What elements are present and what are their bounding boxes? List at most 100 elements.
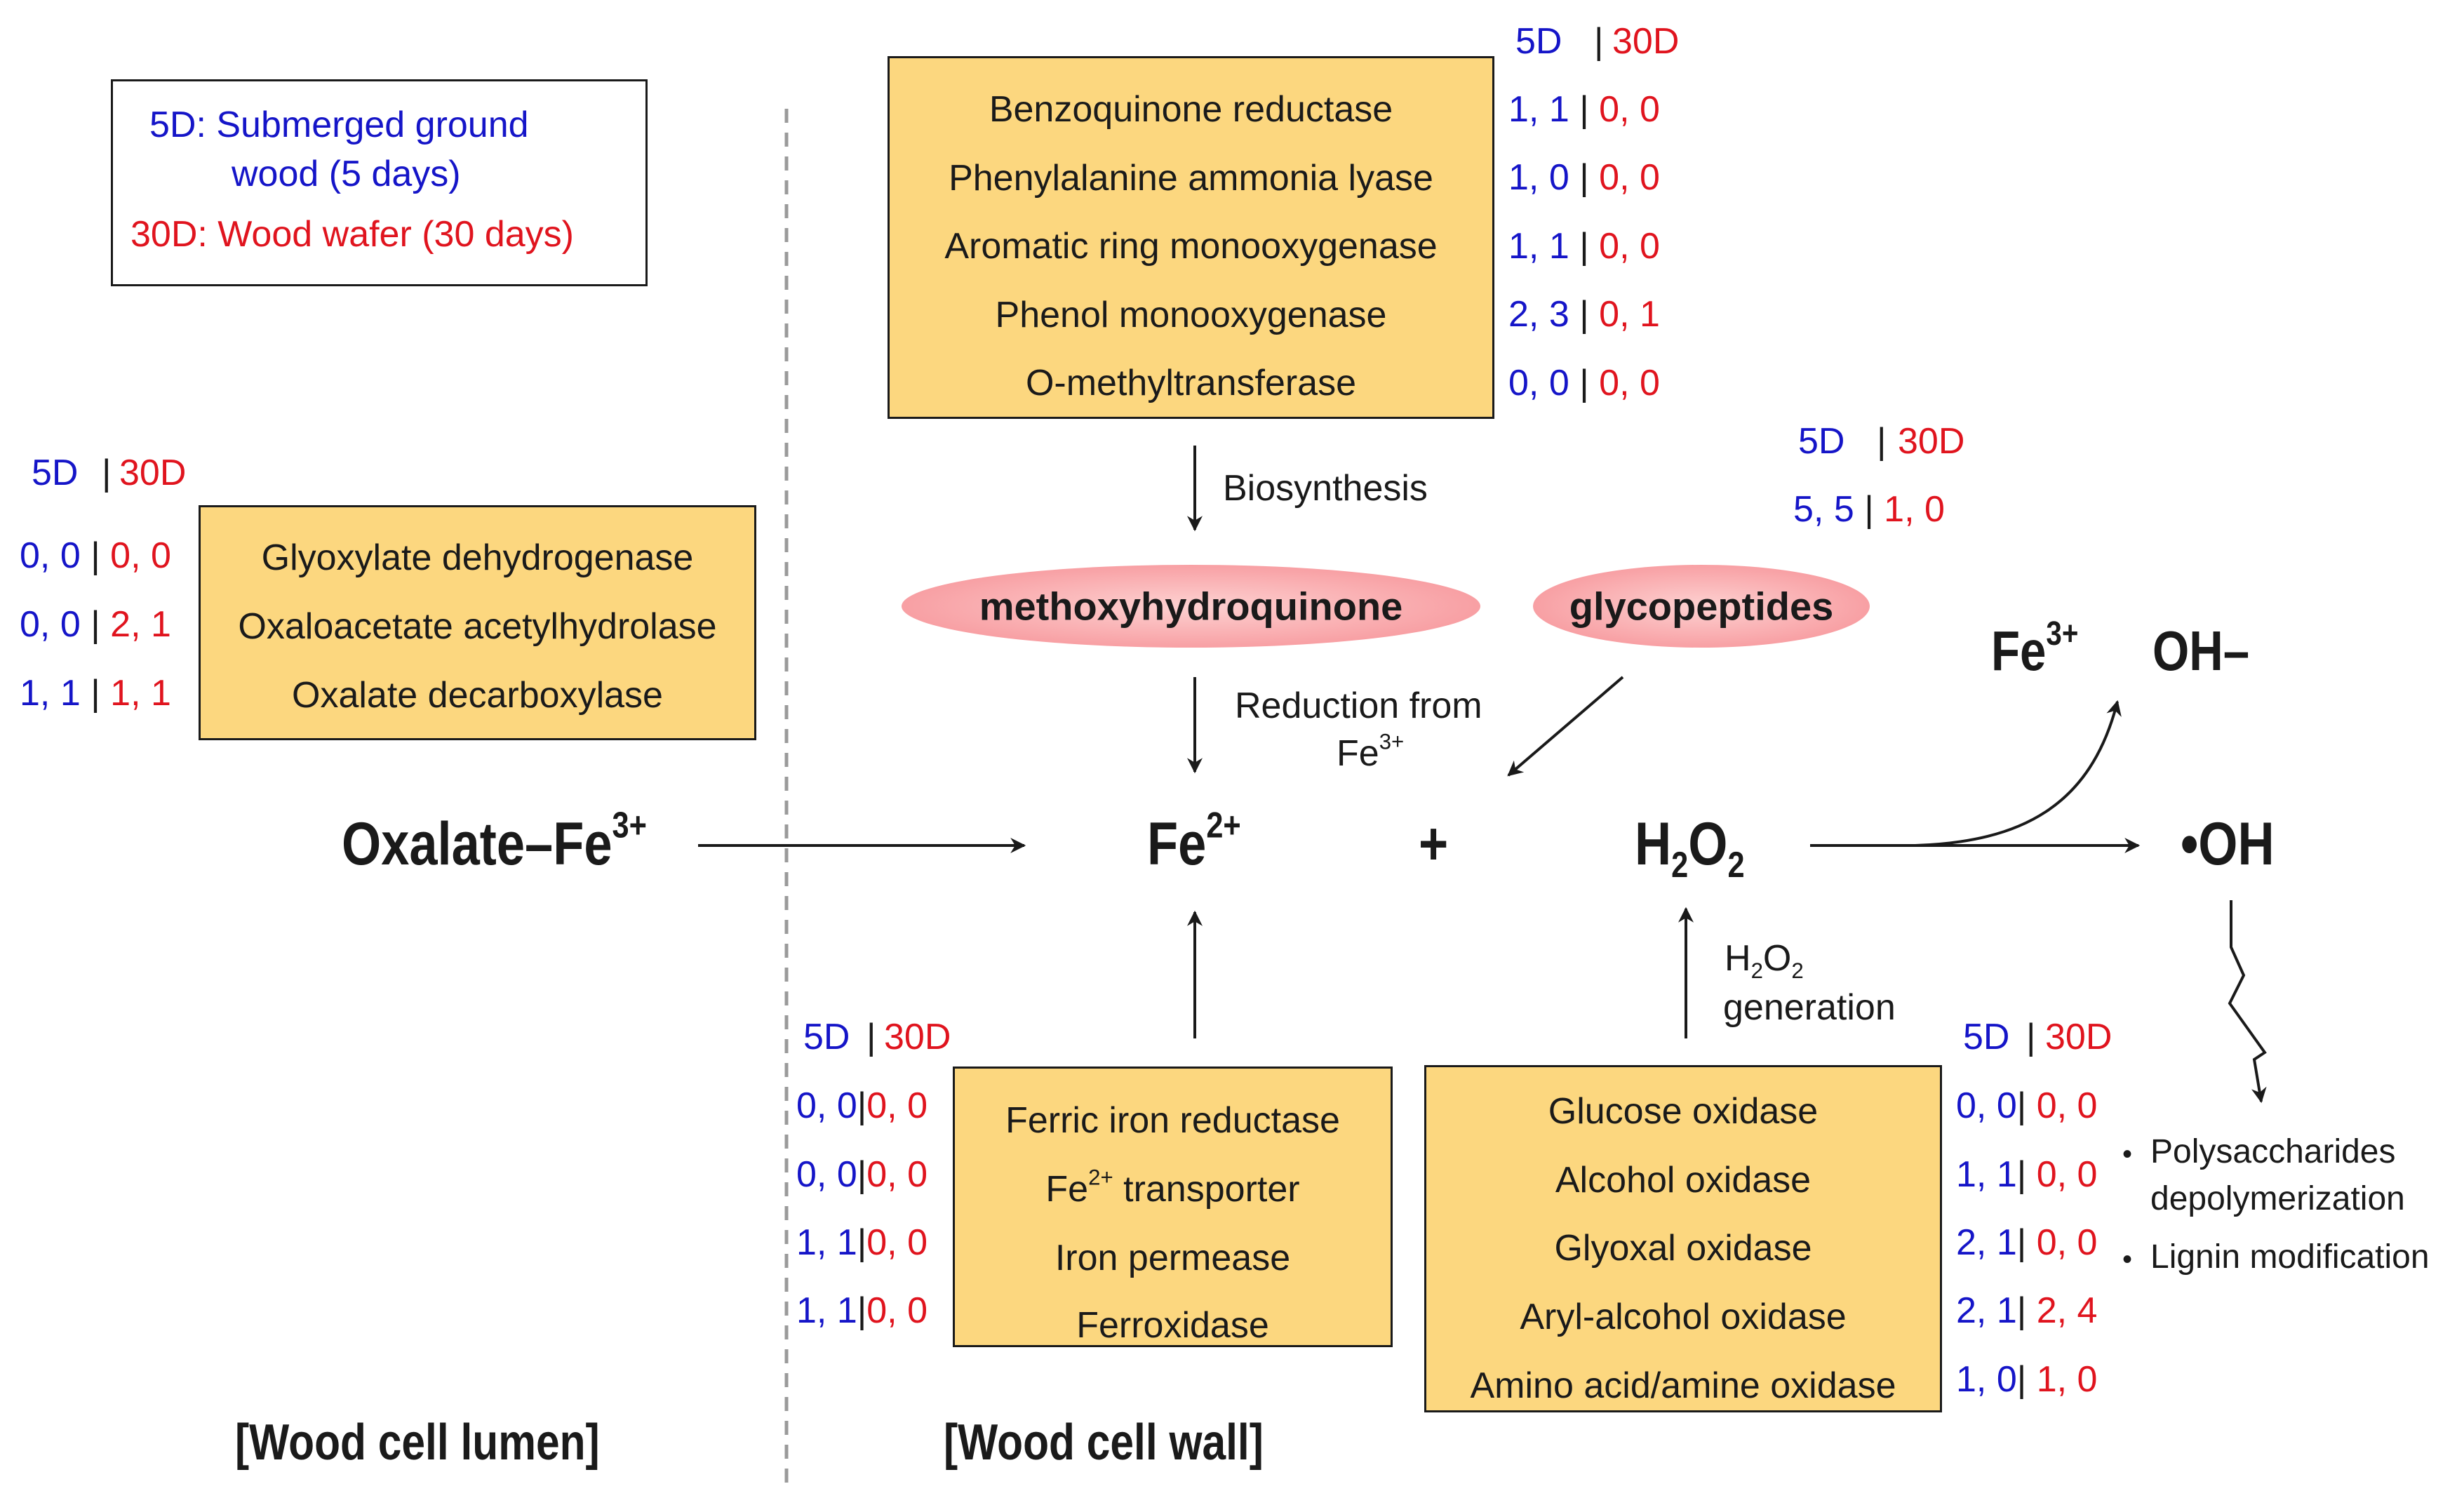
- label-biosynthesis: Biosynthesis: [1223, 468, 1428, 509]
- glyco-header-30d: 30D: [1898, 421, 1965, 462]
- legend-box: [111, 79, 648, 286]
- count-30d: 0, 0: [2036, 1222, 2098, 1263]
- oxalate-fe3-species: Oxalate–Fe3+: [342, 807, 647, 874]
- count-5d: 1, 1: [1508, 89, 1569, 130]
- enzyme-name: Phenol monooxygenase: [995, 295, 1387, 335]
- glyco-header-sep: |: [1877, 421, 1887, 462]
- count-30d: 0, 0: [866, 1290, 928, 1331]
- glyco-header-5d: 5D: [1798, 421, 1845, 462]
- count-sep: |: [2016, 1359, 2027, 1400]
- enzyme-name: Amino acid/amine oxidase: [1470, 1365, 1896, 1406]
- count-5d: 1, 1: [796, 1222, 857, 1263]
- plus-sign: +: [1419, 810, 1449, 878]
- count-sep: |: [2016, 1222, 2027, 1263]
- oxalate-charge: 3+: [612, 804, 647, 845]
- enzyme-name: Glyoxal oxidase: [1554, 1228, 1812, 1269]
- count-sep: |: [2016, 1154, 2027, 1195]
- enzyme-name: Ferric iron reductase: [1005, 1100, 1340, 1141]
- oh-radical-species: •OH: [2181, 810, 2275, 878]
- arrow-curve-to-fe3: [1915, 700, 2122, 847]
- enzyme-name: Iron permease: [1054, 1238, 1291, 1278]
- iron-header-sep: |: [866, 1017, 876, 1057]
- count-row: 0, 0| 0, 0: [1956, 1088, 2097, 1124]
- fe2-text: Fe: [1147, 810, 1207, 878]
- enzyme-name: O-methyltransferase: [1025, 363, 1357, 403]
- enzyme-name: Benzoquinone reductase: [989, 89, 1393, 130]
- count-row: 1, 0| 1, 0: [1956, 1361, 2097, 1398]
- count-sep: |: [857, 1154, 867, 1195]
- oxalate-header-sep: |: [102, 453, 112, 493]
- oxalate-header-5d: 5D: [32, 453, 79, 493]
- iron-enzyme-box: Ferric iron reductase Fe2+ transporter I…: [953, 1067, 1393, 1347]
- fe-charge: 3+: [1379, 729, 1405, 754]
- count-row: 0, 0|0, 0: [796, 1156, 928, 1193]
- count-30d: 0, 1: [1599, 294, 1660, 335]
- count-30d: 0, 0: [866, 1085, 928, 1126]
- count-row: 2, 1| 2, 4: [1956, 1292, 2097, 1329]
- count-row: 1, 1 | 0, 0: [1508, 91, 1660, 128]
- fe-charge: 2+: [1088, 1165, 1113, 1190]
- count-row: 1, 0 | 0, 0: [1508, 159, 1660, 196]
- quinone-header-sep: |: [1594, 21, 1604, 62]
- enzyme-name: Glyoxylate dehydrogenase: [261, 537, 694, 578]
- fe2-charge: 2+: [1206, 804, 1241, 845]
- count-30d: 0, 0: [1599, 89, 1660, 130]
- methoxyhydroquinone-label: methoxyhydroquinone: [979, 584, 1403, 629]
- h2o2-species: H2O2: [1635, 814, 1745, 883]
- h-text: H: [1725, 938, 1751, 979]
- count-30d: 1, 1: [110, 673, 171, 714]
- enzyme-name: Glucose oxidase: [1548, 1091, 1819, 1132]
- count-30d: 0, 0: [866, 1154, 928, 1195]
- count-5d: 1, 1: [796, 1290, 857, 1331]
- count-sep: |: [1579, 363, 1589, 403]
- enzyme-name: Oxaloacetate acetylhydrolase: [238, 606, 717, 647]
- enzyme-name: Fe2+ transporter: [955, 1167, 1391, 1210]
- count-30d: 0, 0: [2036, 1154, 2098, 1195]
- count-sep: |: [1579, 294, 1589, 335]
- count-5d: 5, 5: [1793, 489, 1854, 530]
- count-5d: 2, 1: [1956, 1222, 2017, 1263]
- transporter-text: transporter: [1113, 1169, 1300, 1210]
- outcome-item1-line1: Polysaccharides: [2150, 1133, 2396, 1170]
- count-row: 0, 0 | 2, 1: [20, 606, 171, 643]
- h-subscript: 2: [1671, 844, 1689, 885]
- count-5d: 0, 0: [20, 535, 81, 576]
- quinone-header-5d: 5D: [1515, 21, 1562, 62]
- outcome-item1-line2: depolymerization: [2150, 1180, 2405, 1217]
- count-sep: |: [91, 535, 100, 576]
- count-5d: 1, 0: [1508, 157, 1569, 198]
- fe3-charge: 3+: [2046, 615, 2079, 653]
- oxalate-header-30d: 30D: [119, 453, 187, 493]
- count-5d: 1, 1: [1508, 226, 1569, 267]
- legend-5d-line1: 5D: Submerged ground: [149, 105, 529, 145]
- count-sep: |: [857, 1290, 867, 1331]
- count-5d: 0, 0: [796, 1154, 857, 1195]
- h2o2-enzyme-box: Glucose oxidase Alcohol oxidase Glyoxal …: [1424, 1065, 1942, 1412]
- count-5d: 0, 0: [1956, 1085, 2017, 1126]
- enzyme-name: Phenylalanine ammonia lyase: [949, 158, 1433, 199]
- enzyme-name: Alcohol oxidase: [1555, 1160, 1812, 1201]
- outcome-bullet: •: [2122, 1244, 2133, 1275]
- region-label-lumen: [Wood cell lumen]: [235, 1415, 600, 1471]
- fe-text: Fe: [1045, 1169, 1089, 1210]
- fe3-text: Fe: [1991, 620, 2047, 682]
- count-sep: |: [1864, 489, 1874, 530]
- count-30d: 0, 0: [1599, 226, 1660, 267]
- fe-text: Fe: [1337, 733, 1379, 774]
- count-30d: 0, 0: [866, 1222, 928, 1263]
- count-row: 1, 1|0, 0: [796, 1292, 928, 1329]
- count-30d: 2, 1: [110, 604, 171, 645]
- quinone-enzyme-box: Benzoquinone reductase Phenylalanine amm…: [888, 56, 1494, 419]
- o-subscript: 2: [1791, 958, 1804, 983]
- count-30d: 0, 0: [1599, 363, 1660, 403]
- count-row: 0, 0 | 0, 0: [20, 537, 171, 574]
- legend-5d-line2: wood (5 days): [232, 154, 461, 194]
- iron-header-30d: 30D: [884, 1017, 951, 1057]
- count-5d: 0, 0: [20, 604, 81, 645]
- count-5d: 1, 1: [1956, 1154, 2017, 1195]
- h2o2-header-5d: 5D: [1963, 1017, 2010, 1057]
- enzyme-name: Aromatic ring monooxygenase: [944, 226, 1438, 267]
- count-5d: 1, 0: [1956, 1359, 2017, 1400]
- count-30d: 1, 0: [2036, 1359, 2098, 1400]
- count-30d: 2, 4: [2036, 1290, 2098, 1331]
